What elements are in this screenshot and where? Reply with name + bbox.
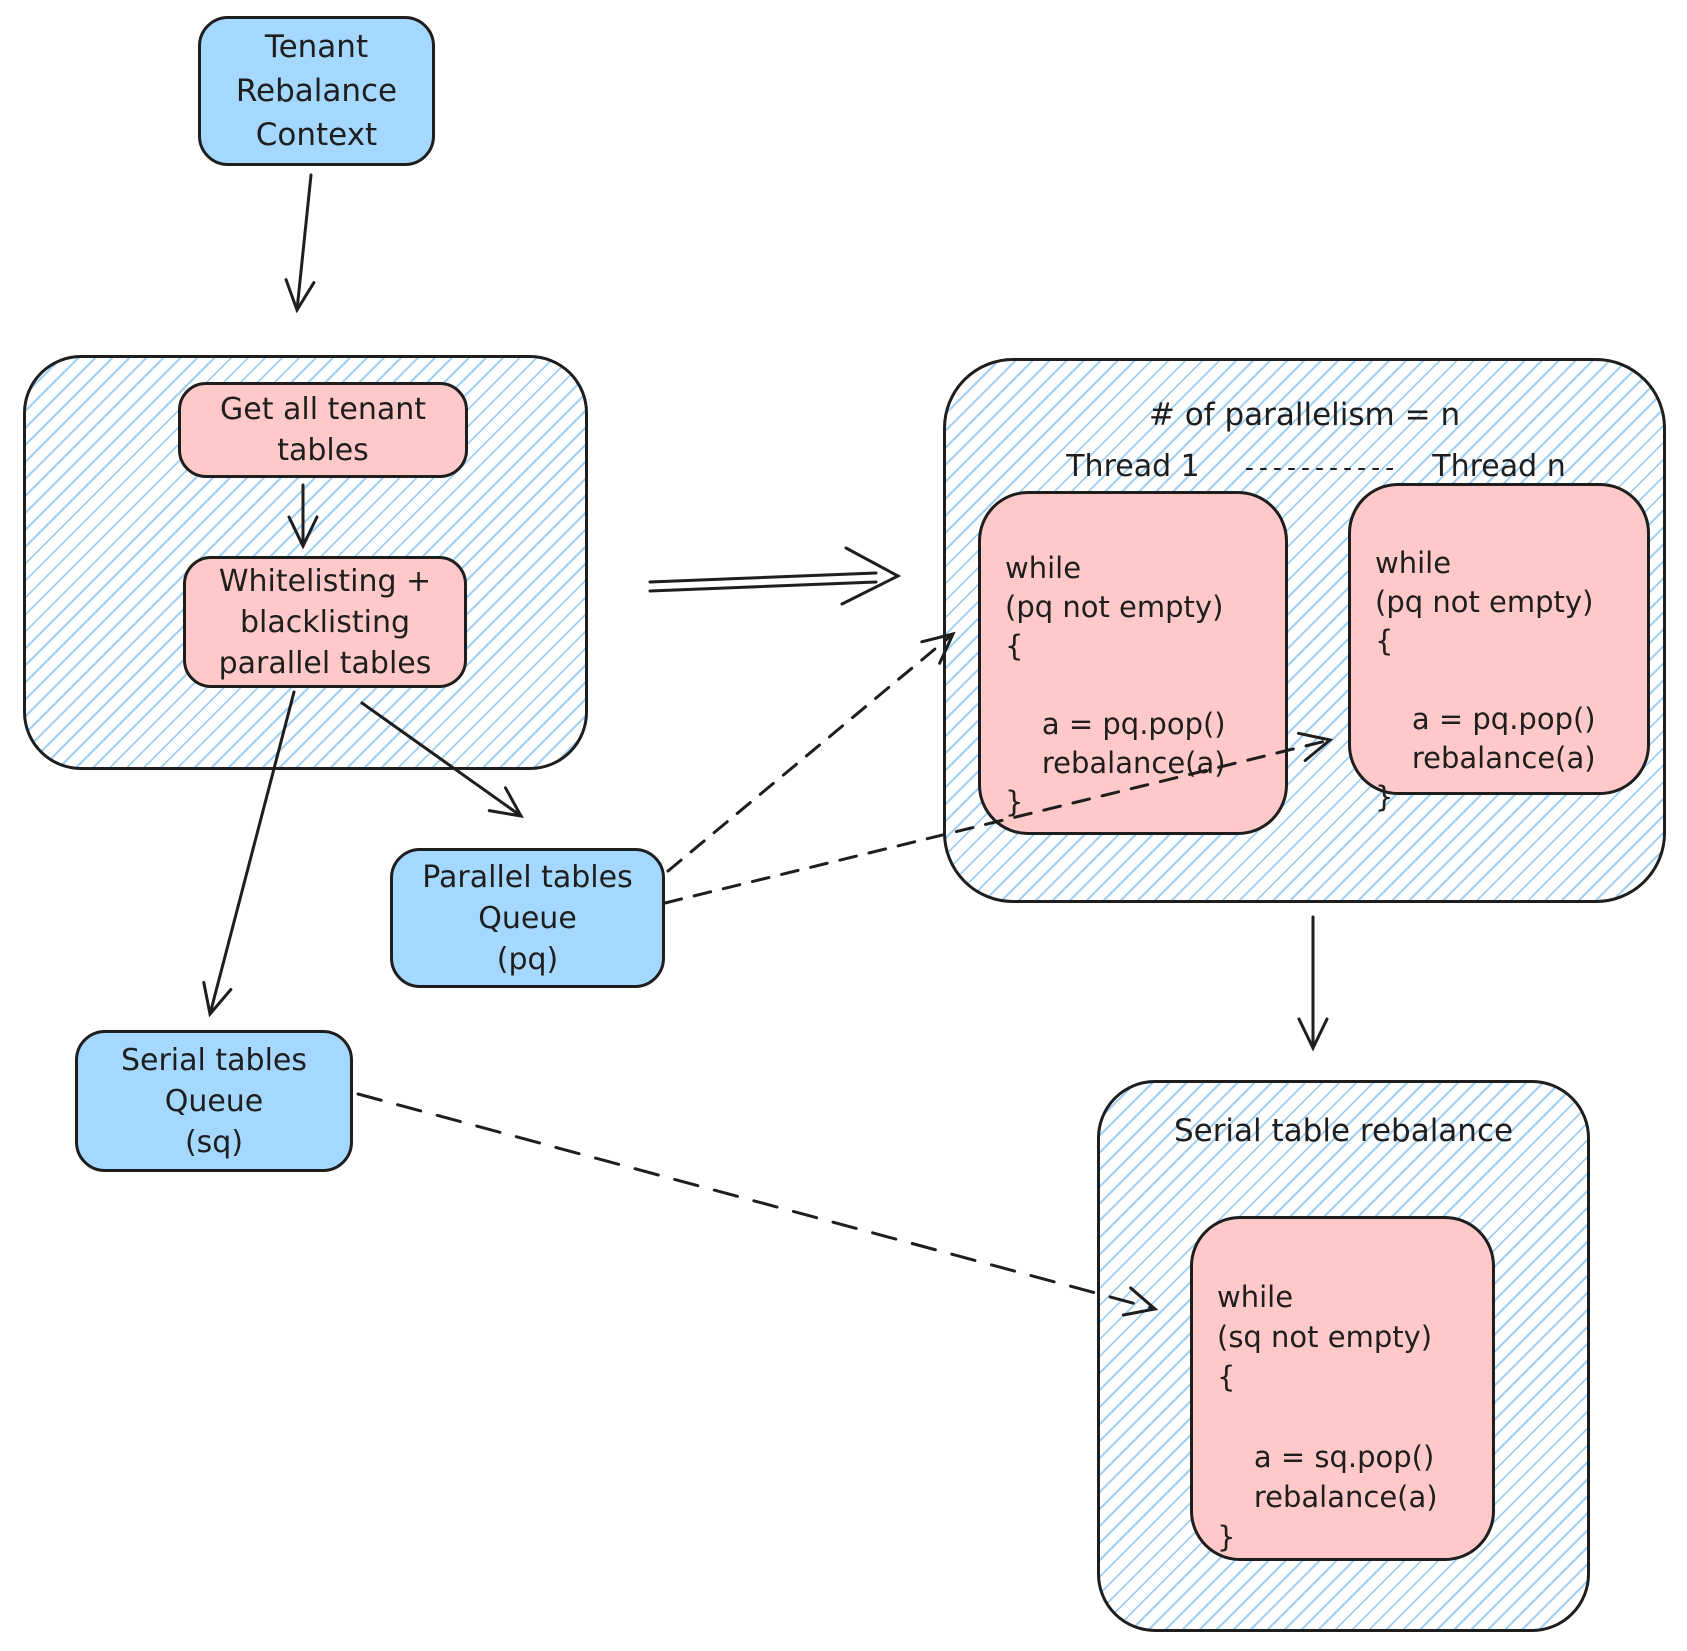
parallel-workers-title: # of parallelism = n: [1148, 397, 1461, 433]
arrow-context-to-prep: [284, 173, 316, 314]
node-get-all-tenant-tables: Get all tenant tables: [178, 382, 468, 478]
thread-n-label: Thread n: [1432, 449, 1566, 484]
node-parallel-tables-queue: Parallel tables Queue (pq): [390, 848, 665, 988]
arrow-sq-to-serial-rebalance: [356, 1092, 1159, 1317]
node-tenant-rebalance-context: Tenant Rebalance Context: [198, 16, 435, 166]
arrow-prep-to-workers: [648, 546, 902, 606]
arrow-pq-to-thread1: [666, 631, 956, 873]
container-parallel-workers: # of parallelism = n Thread 1 ----------…: [943, 358, 1666, 903]
thread-ellipsis-dashes: -----------: [1244, 453, 1400, 482]
node-whitelisting-blacklisting: Whitelisting + blacklisting parallel tab…: [183, 556, 467, 688]
serial-rebalance-title: Serial table rebalance: [1173, 1113, 1514, 1149]
thread-1-label: Thread 1: [1066, 449, 1200, 484]
serial-rebalance-code-block: while (sq not empty) { a = sq.pop() reba…: [1190, 1216, 1495, 1561]
thread-1-code-block: while (pq not empty) { a = pq.pop() reba…: [978, 491, 1288, 835]
thread-n-code-block: while (pq not empty) { a = pq.pop() reba…: [1348, 483, 1650, 814]
container-serial-rebalance: Serial table rebalance while (sq not emp…: [1097, 1080, 1590, 1632]
node-serial-tables-queue: Serial tables Queue (sq): [75, 1030, 353, 1172]
